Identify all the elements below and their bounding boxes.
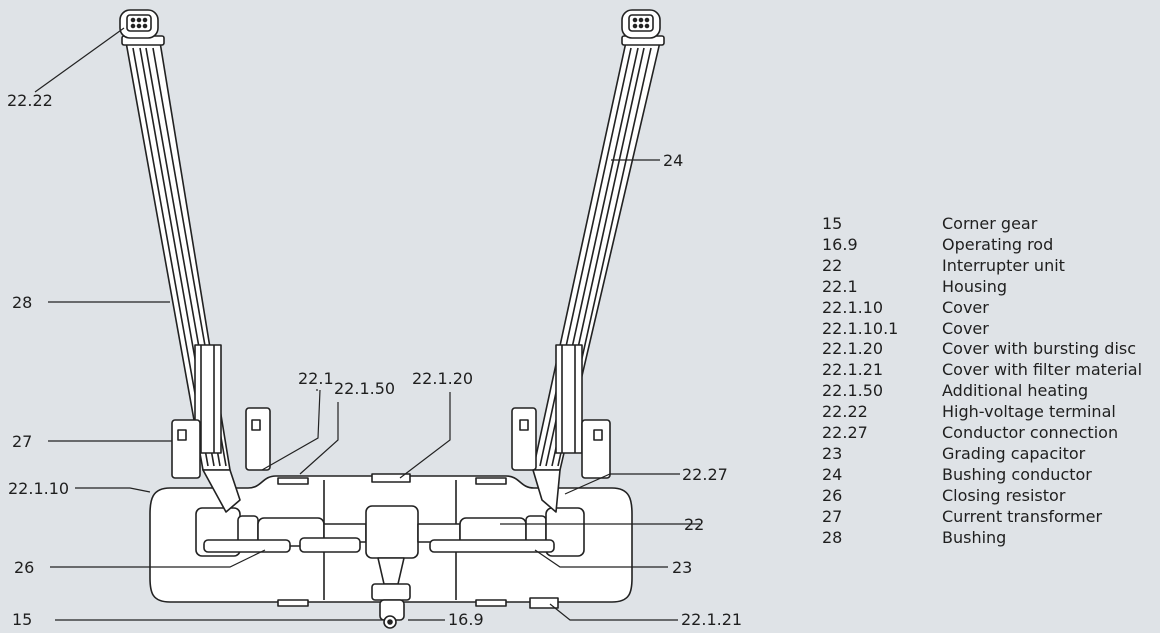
callout-28: 28 bbox=[12, 293, 33, 312]
callout-16-9: 16.9 bbox=[448, 610, 484, 629]
legend-code: 22.27 bbox=[822, 423, 868, 443]
legend-row: 26 Closing resistor bbox=[822, 486, 1142, 507]
legend-description: Closing resistor bbox=[942, 485, 1066, 505]
legend-row: 22.1.50 Additional heating bbox=[822, 381, 1142, 402]
legend-row: 16.9 Operating rod bbox=[822, 235, 1142, 256]
legend-code: 16.9 bbox=[822, 234, 858, 254]
parts-legend: 15 Corner gear 16.9 Operating rod 22 Interr… bbox=[822, 214, 1142, 549]
legend-code: 28 bbox=[822, 527, 843, 547]
leader-lines bbox=[34, 27, 700, 621]
legend-row: 22.1.10.1 Cover bbox=[822, 319, 1142, 340]
legend-code: 22 bbox=[822, 255, 843, 275]
closing-resistor bbox=[203, 537, 361, 553]
callout-23: 23 bbox=[672, 558, 693, 577]
corner-gear bbox=[379, 599, 405, 629]
callout-22-1-10: 22.1.10 bbox=[8, 479, 70, 498]
legend-row: 22.27 Conductor connection bbox=[822, 423, 1142, 444]
legend-row: 23 Grading capacitor bbox=[822, 444, 1142, 465]
conductor-connections bbox=[202, 469, 561, 513]
legend-code: 24 bbox=[822, 464, 843, 484]
legend-row: 22.22 High-voltage terminal bbox=[822, 402, 1142, 423]
legend-description: Operating rod bbox=[942, 234, 1054, 254]
callout-24: 24 bbox=[663, 151, 684, 170]
callout-22-1-20: 22.1.20 bbox=[412, 369, 474, 388]
left-terminal bbox=[119, 9, 165, 46]
legend-code: 22.1.21 bbox=[822, 360, 884, 380]
legend-row: 22.1 Housing bbox=[822, 277, 1142, 298]
legend-description: Interrupter unit bbox=[942, 255, 1065, 275]
legend-code: 22.22 bbox=[822, 402, 868, 422]
legend-description: Corner gear bbox=[942, 214, 1038, 233]
operating-rod bbox=[371, 557, 411, 601]
left-current-transformer bbox=[171, 407, 271, 479]
legend-row: 27 Current transformer bbox=[822, 507, 1142, 528]
legend-description: Bushing bbox=[942, 527, 1007, 547]
right-current-transformer bbox=[511, 407, 611, 479]
callout-22: 22 bbox=[684, 515, 705, 534]
legend-description: Cover with bursting disc bbox=[942, 339, 1137, 359]
legend-description: Additional heating bbox=[942, 381, 1089, 401]
legend-description: Conductor connection bbox=[942, 423, 1119, 443]
legend-description: Bushing conductor bbox=[942, 464, 1092, 484]
legend-code: 22.1.10.1 bbox=[822, 318, 899, 338]
left-bushing bbox=[125, 41, 231, 471]
right-terminal bbox=[621, 9, 665, 46]
legend-description: Grading capacitor bbox=[942, 443, 1086, 463]
legend-code: 23 bbox=[822, 443, 843, 463]
legend-code: 22.1.10 bbox=[822, 297, 884, 317]
callout-22-22: 22.22 bbox=[7, 91, 53, 110]
legend-row: 22 Interrupter unit bbox=[822, 256, 1142, 277]
legend-description: Housing bbox=[942, 276, 1008, 296]
legend-description: Cover bbox=[942, 318, 989, 338]
legend-code: 26 bbox=[822, 485, 843, 505]
legend-code: 22.1.20 bbox=[822, 339, 884, 359]
callout-15: 15 bbox=[12, 610, 33, 629]
grading-capacitor bbox=[429, 539, 555, 553]
legend-row: 22.1.20 Cover with bursting disc bbox=[822, 339, 1142, 360]
legend-description: Cover with filter material bbox=[942, 360, 1143, 380]
callout-22-27: 22.27 bbox=[682, 465, 728, 484]
callout-22-1-21: 22.1.21 bbox=[681, 610, 743, 629]
right-bushing bbox=[532, 41, 661, 471]
legend-description: Current transformer bbox=[942, 506, 1103, 526]
legend-row: 28 Bushing bbox=[822, 528, 1142, 549]
callout-26: 26 bbox=[14, 558, 35, 577]
legend-code: 22.1.50 bbox=[822, 381, 884, 401]
legend-code: 15 bbox=[822, 214, 843, 233]
legend-code: 27 bbox=[822, 506, 843, 526]
legend-row: 15 Corner gear bbox=[822, 214, 1142, 235]
callout-22-1: 22.1 bbox=[298, 369, 334, 388]
legend-row: 22.1.21 Cover with filter material bbox=[822, 360, 1142, 381]
legend-code: 22.1 bbox=[822, 276, 858, 296]
callout-22-1-50: 22.1.50 bbox=[334, 379, 396, 398]
legend-row: 22.1.10 Cover bbox=[822, 298, 1142, 319]
callout-27: 27 bbox=[12, 432, 33, 451]
legend-description: High-voltage terminal bbox=[942, 402, 1116, 422]
legend-row: 24 Bushing conductor bbox=[822, 465, 1142, 486]
legend-description: Cover bbox=[942, 297, 989, 317]
